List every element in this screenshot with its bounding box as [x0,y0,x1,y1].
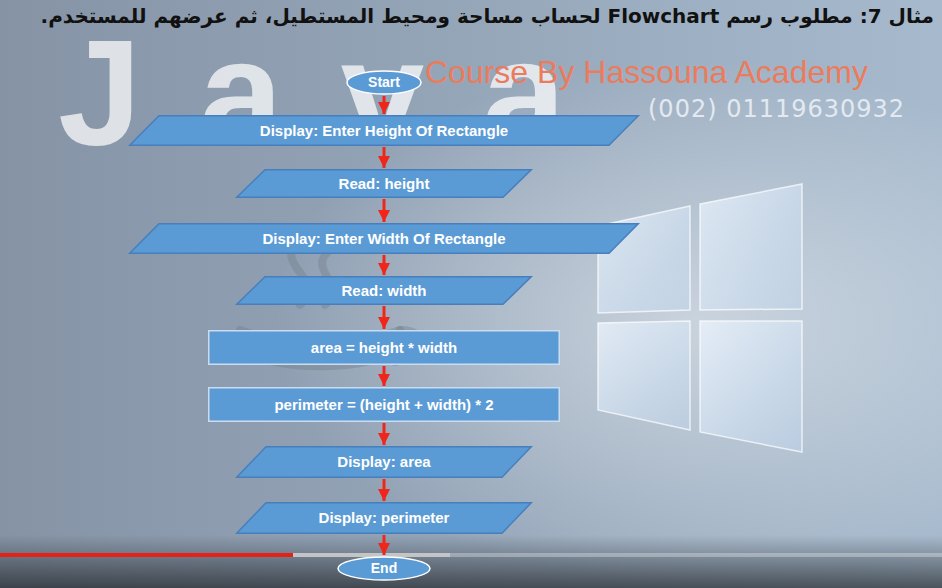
node-texts: End [337,556,431,581]
node-texts: area = height * width [208,330,560,365]
node-label: Read: height [339,175,430,192]
node-texts: Display: Enter Width Of Rectangle [129,223,639,254]
io-shape [237,170,532,198]
node-label: Display: perimeter [319,509,450,526]
node-label: End [371,560,397,576]
node-label: Display: Enter Height Of Rectangle [260,122,508,139]
end-terminal: End [337,556,431,581]
flow-arrow [383,255,386,275]
watermark-text: Course By Hassouna Academy [425,56,868,88]
node-texts: perimeter = (height + width) * 2 [208,387,560,422]
progress-track [0,553,942,557]
node-label: Read: width [342,282,427,299]
io-parallelogram: Display: Enter Height Of Rectangle [129,115,639,146]
player-shade [0,535,942,588]
progress-buffer [293,553,450,557]
flow-arrow [383,306,386,329]
terminal-shape [338,557,430,580]
io-shape [237,447,532,478]
node-texts: Display: area [236,446,532,478]
node-texts: Display: perimeter [236,502,532,534]
process-box: perimeter = (height + width) * 2 [208,387,560,422]
io-parallelogram: Display: Enter Width Of Rectangle [129,223,639,254]
terminal-shape [347,71,421,94]
io-parallelogram: Read: width [236,276,532,305]
io-shape [237,277,532,305]
flow-arrow [383,535,386,555]
io-parallelogram: Read: height [236,169,532,198]
io-shape [237,503,532,534]
progress-bar [0,553,293,557]
node-label: Display: area [337,453,430,470]
node-label: Start [368,74,400,90]
io-parallelogram: Display: perimeter [236,502,532,534]
node-label: Display: Enter Width Of Rectangle [262,230,505,247]
process-shape [209,388,560,422]
io-shape [130,224,639,254]
node-texts: Start [346,70,422,95]
phone-number: (002) 01119630932 [648,97,905,121]
node-texts: Read: height [236,169,532,198]
node-texts: Read: width [236,276,532,305]
process-box: area = height * width [208,330,560,365]
start-terminal: Start [346,70,422,95]
io-shape [130,116,639,146]
flow-arrow [383,199,386,222]
flow-arrow [383,366,386,386]
flow-arrow [383,423,386,445]
io-parallelogram: Display: area [236,446,532,478]
node-label: area = height * width [311,339,457,356]
process-shape [209,331,560,365]
node-texts: Display: Enter Height Of Rectangle [129,115,639,146]
node-label: perimeter = (height + width) * 2 [274,396,493,413]
flow-arrow [383,479,386,501]
